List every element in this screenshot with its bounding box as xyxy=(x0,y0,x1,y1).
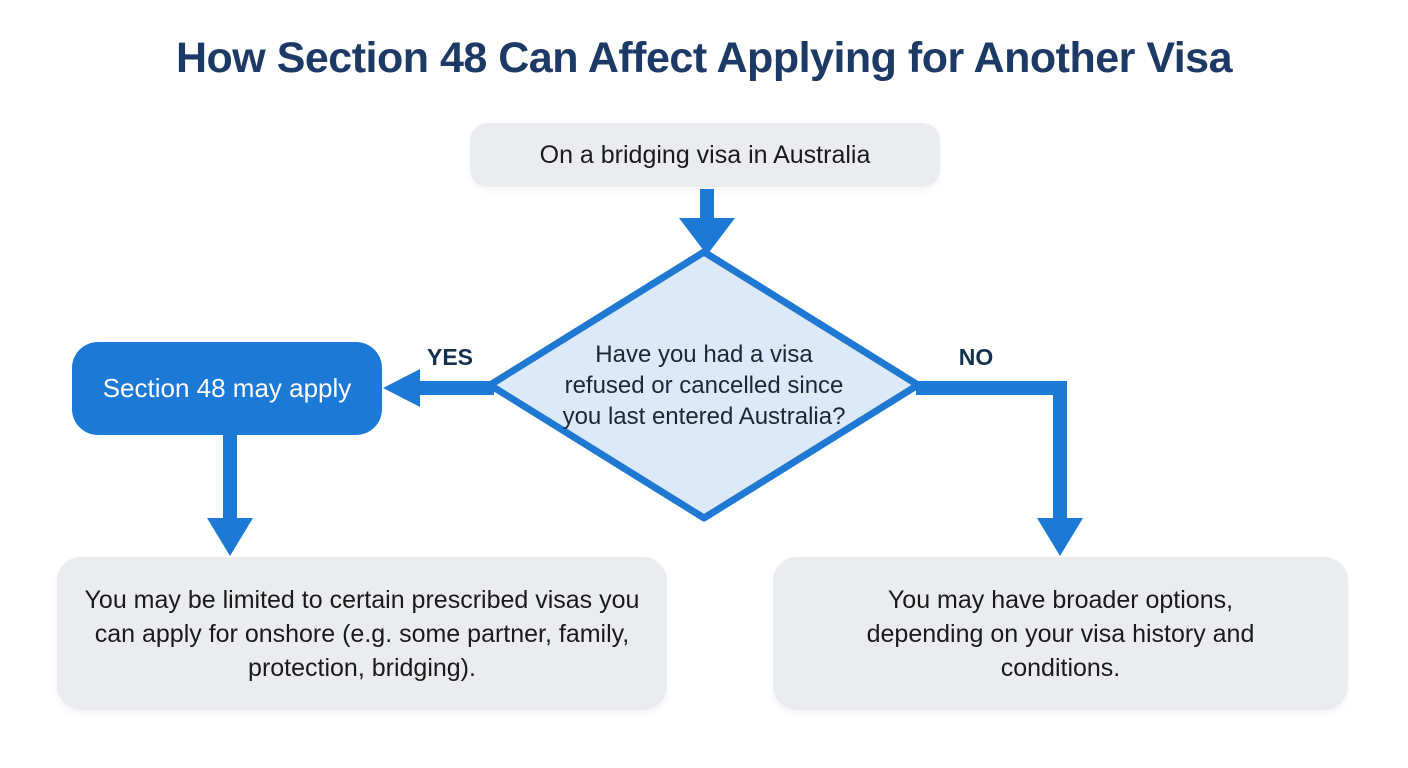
no-branch-label: NO xyxy=(958,344,994,370)
arrow-start-to-decision-head xyxy=(679,218,735,255)
start-node: On a bridging visa in Australia xyxy=(470,123,940,187)
page-title: How Section 48 Can Affect Applying for A… xyxy=(175,34,1233,82)
arrow-section48-to-result-shaft xyxy=(223,433,237,520)
no-result-node: You may have broader options, depending … xyxy=(773,557,1348,710)
yes-result-label: You may be limited to certain prescribed… xyxy=(84,585,640,682)
yes-result-node: You may be limited to certain prescribed… xyxy=(57,557,667,710)
arrow-decision-to-noresult-shaft-horizontal xyxy=(916,381,1067,395)
section48-node-label: Section 48 may apply xyxy=(102,373,352,403)
arrow-decision-to-section48-shaft xyxy=(418,381,494,395)
start-node-label: On a bridging visa in Australia xyxy=(539,140,871,169)
arrow-decision-to-noresult-head xyxy=(1037,518,1083,556)
section48-node: Section 48 may apply xyxy=(72,342,382,435)
decision-node: Have you had a visa refused or cancelled… xyxy=(490,252,918,518)
arrow-decision-to-section48-head xyxy=(383,369,420,407)
arrow-start-to-decision-shaft xyxy=(700,189,714,221)
decision-node-label: Have you had a visa refused or cancelled… xyxy=(562,340,846,430)
no-result-label: You may have broader options, depending … xyxy=(866,585,1255,682)
arrow-decision-to-noresult-shaft-vertical xyxy=(1053,381,1067,520)
arrow-section48-to-result-head xyxy=(207,518,253,556)
yes-branch-label: YES xyxy=(426,344,474,370)
